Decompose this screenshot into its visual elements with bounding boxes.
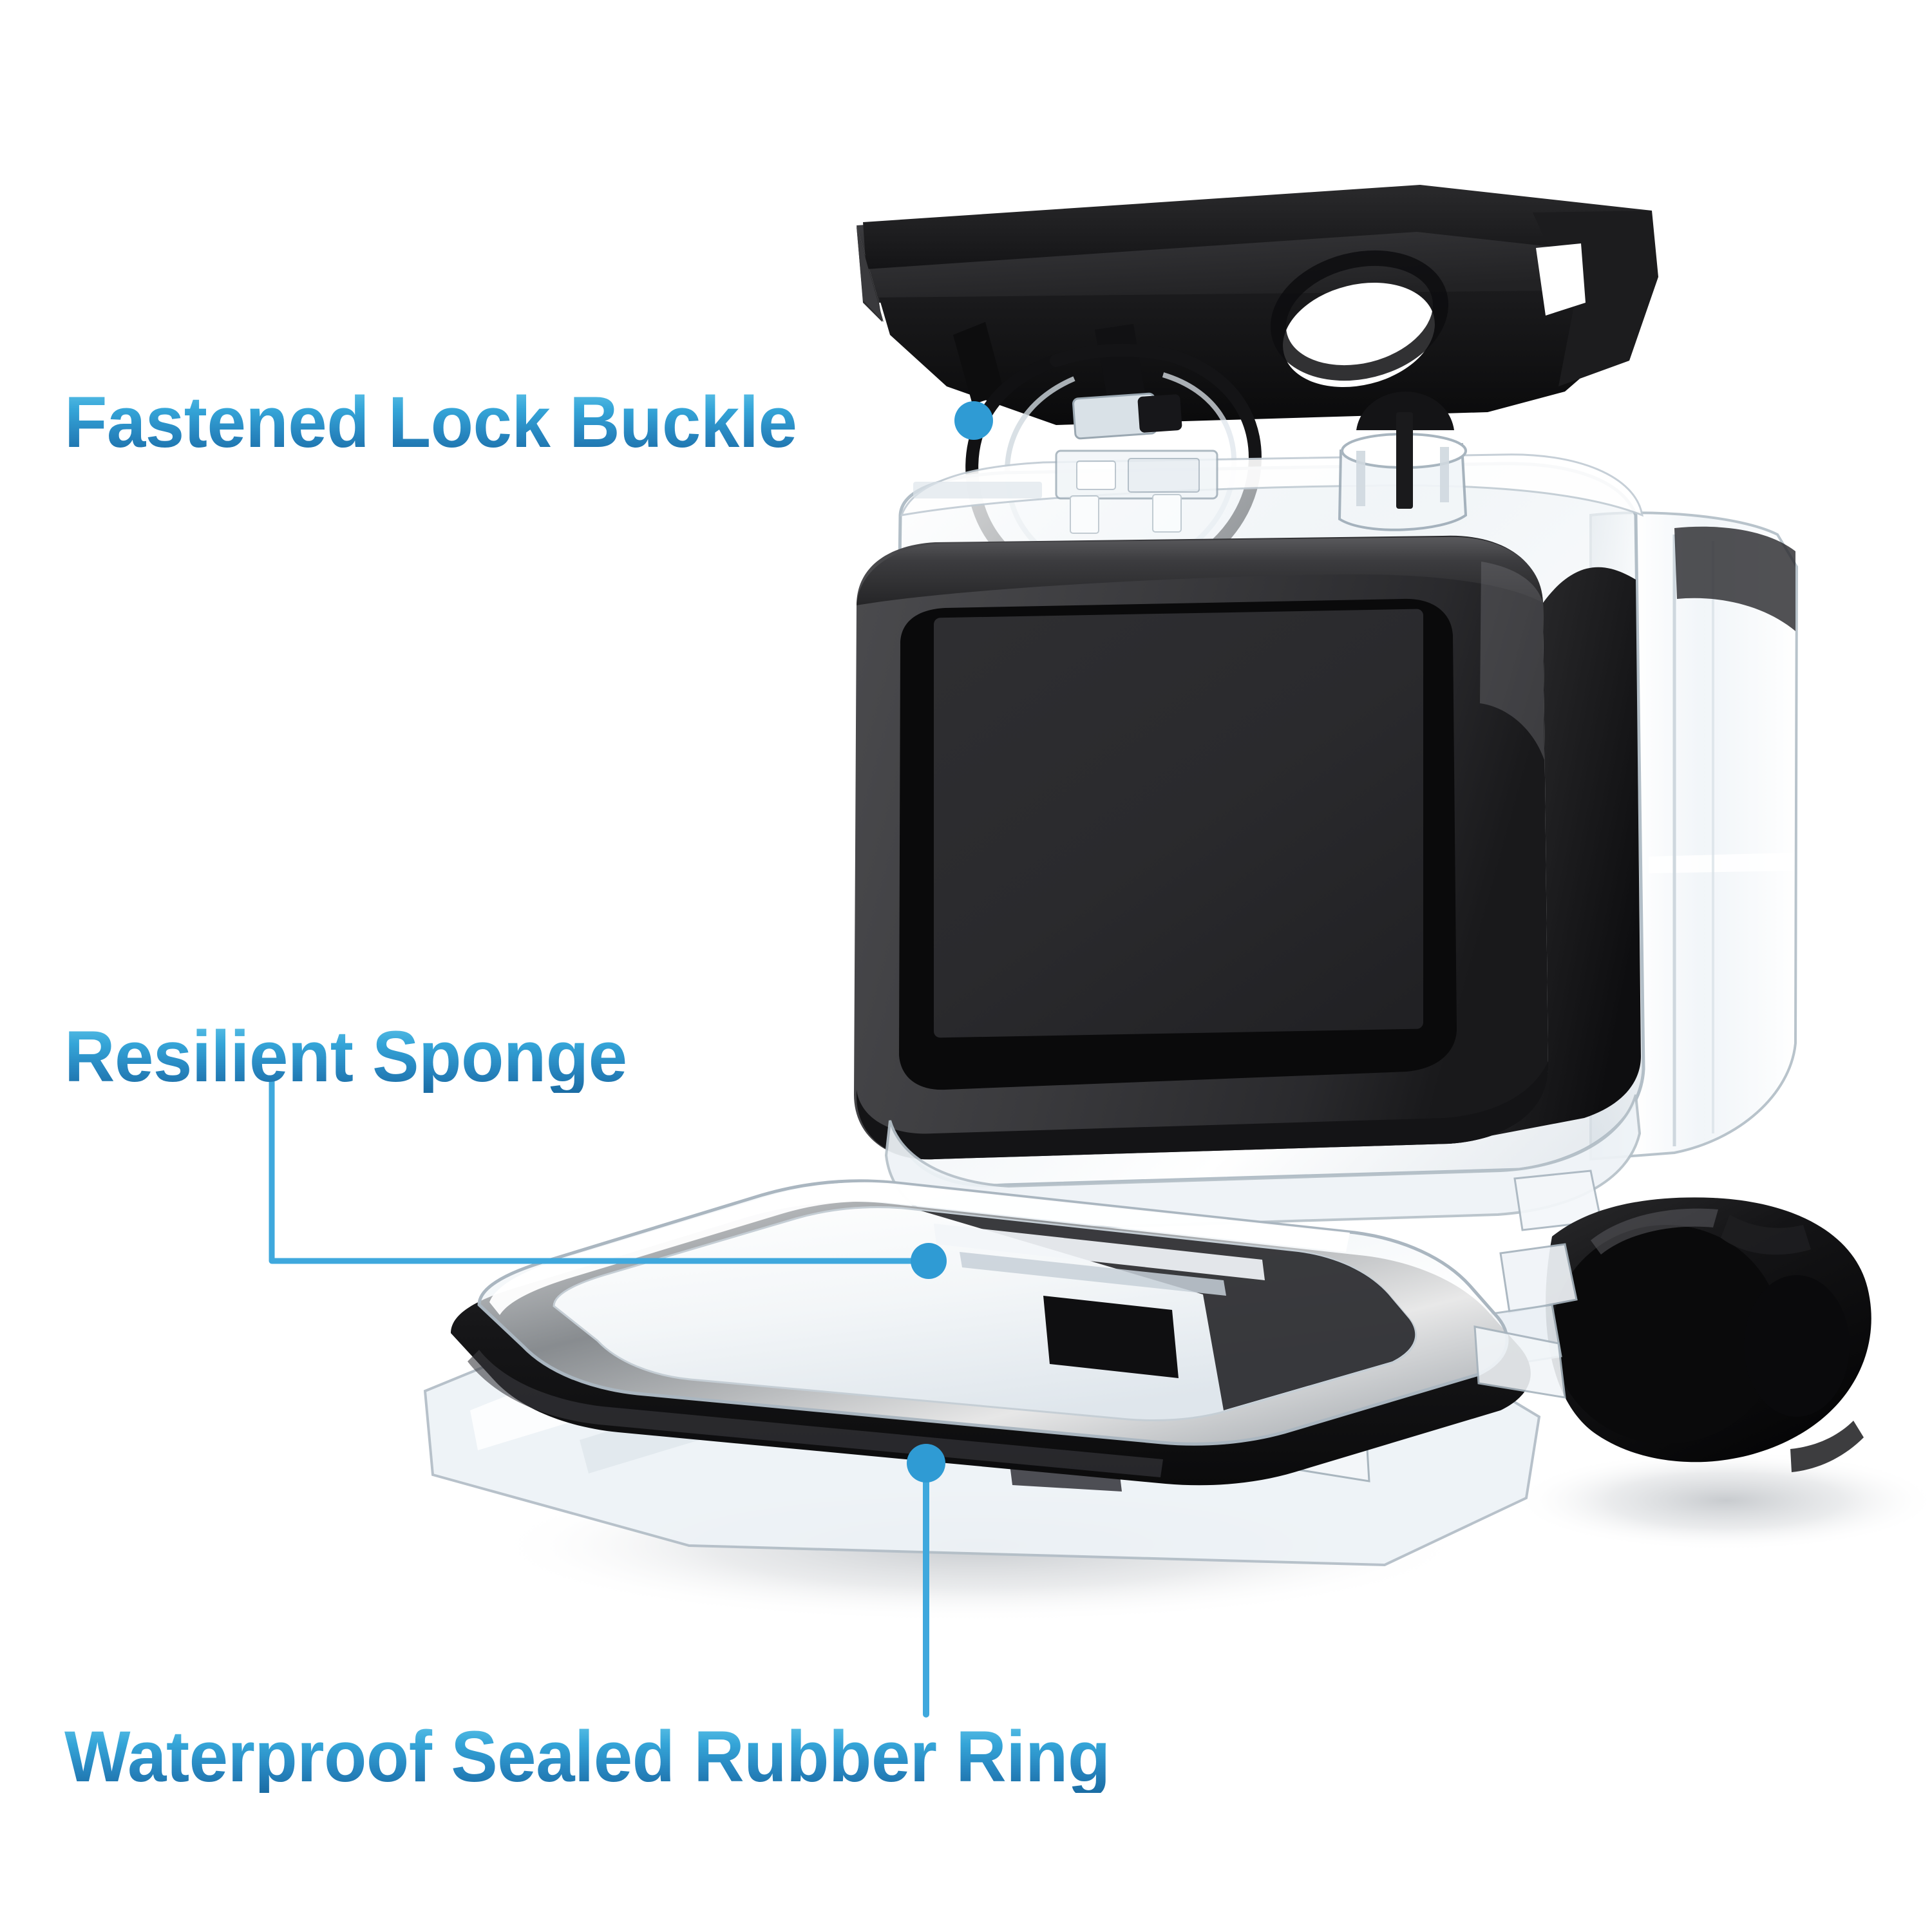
camera-shell-right-side [1449, 567, 1641, 1144]
callout-label-resilient-sponge: Resilient Sponge [64, 1016, 627, 1097]
housing-lens-port-hint [1649, 853, 1794, 873]
door-frame-top-highlight [489, 1182, 1350, 1315]
lock-lever-body [863, 185, 1652, 269]
housing-latch-mechanism [913, 450, 1218, 534]
callout-label-waterproof-sealed-rubber-ring: Waterproof Sealed Rubber Ring [64, 1716, 1110, 1797]
callout-label-fastened-lock-buckle: Fastened Lock Buckle [64, 382, 797, 462]
shutter-post-slot-a [1356, 451, 1365, 506]
door-interior-block [1043, 1296, 1179, 1378]
door-interior-ledge [934, 1224, 1265, 1280]
thumbscrew-notch-top [1721, 1215, 1811, 1255]
leader-dot-waterproof-sealed-rubber-ring [907, 1444, 945, 1482]
thumbscrew-mount [1490, 1197, 1871, 1472]
ground-shadow-mount [1513, 1450, 1932, 1551]
shutter-button-stem [1396, 412, 1413, 509]
door-gasket-highlight [468, 1350, 1163, 1477]
camera-body [854, 535, 1641, 1160]
lock-lever-hinge-slot [1536, 243, 1586, 316]
wire-bail-clip-cap [1137, 394, 1182, 433]
lock-lever-part [857, 185, 1658, 425]
camera-shell-top-edge [857, 536, 1543, 605]
housing-highlight-top [1674, 526, 1795, 631]
mount-fork-clear [1499, 1243, 1578, 1314]
waterproof-back-door [423, 1179, 1566, 1567]
leader-dot-resilient-sponge [911, 1243, 947, 1279]
callout-leaders [269, 401, 993, 1718]
leader-line-resilient-sponge [269, 1076, 924, 1264]
shutter-button-assembly [1338, 392, 1468, 531]
lock-lever-pivot-rim [1270, 250, 1449, 381]
lock-lever-rib-left [953, 322, 1005, 404]
door-interior-ledge-2 [960, 1252, 1226, 1296]
camera-shell-bottom-lip [857, 1061, 1548, 1160]
lock-lever-tail [857, 227, 884, 322]
door-interior-dark-panel [921, 1211, 1416, 1410]
thumbscrew-front-face [1552, 1225, 1781, 1444]
thumbscrew-through-hole [1744, 1275, 1850, 1417]
wire-bail-top [1050, 343, 1177, 367]
door-hinge-right [1473, 1325, 1566, 1399]
thumbscrew-highlight [1591, 1208, 1718, 1255]
shutter-button-cap [1356, 392, 1454, 430]
camera-shell-highlight [1480, 562, 1544, 760]
camera-screen [934, 609, 1423, 1038]
shutter-post-slot-b [1440, 447, 1449, 502]
leader-dot-fastened-lock-buckle [954, 401, 993, 440]
thumbscrew-notch-bottom [1790, 1421, 1864, 1472]
